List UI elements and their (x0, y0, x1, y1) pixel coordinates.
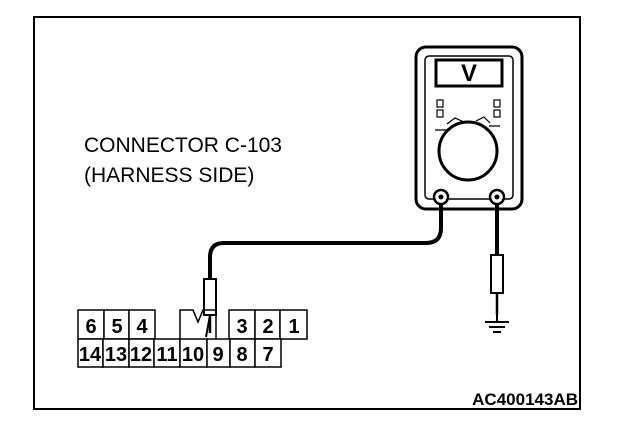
meter-display-symbol: V (461, 60, 477, 87)
terminal-label: 9 (212, 344, 223, 366)
ground-probe-icon (490, 254, 504, 315)
terminal-label: 5 (111, 316, 122, 338)
terminal-label: 13 (105, 344, 127, 366)
connector-cell (128, 309, 156, 340)
connector-cell (254, 338, 282, 368)
probe-tip (205, 314, 211, 338)
terminal-label: 7 (262, 344, 273, 366)
meter-dial-icon (437, 120, 499, 182)
terminal-label: 3 (236, 316, 247, 338)
meter-scale (435, 116, 500, 131)
terminal-label: 6 (85, 316, 96, 338)
meter-switch-icon (436, 109, 444, 118)
connector-cell (128, 338, 155, 368)
test-probe-icon (203, 278, 217, 333)
connector-c103: 6 5 4 3 2 1 14 13 12 11 10 9 8 7 (77, 309, 308, 368)
terminal-label: 4 (136, 316, 148, 338)
connector-cell (153, 338, 181, 368)
connector-cell (279, 309, 308, 340)
connector-cell (102, 338, 130, 368)
terminal-label: 14 (79, 344, 102, 366)
figure-code: AC400143AB (472, 390, 578, 409)
meter-display (434, 58, 504, 88)
connector-cell (229, 338, 256, 368)
terminal-label: 8 (236, 344, 247, 366)
connector-cell (103, 309, 130, 340)
meter-switch-icon (436, 99, 444, 108)
meter-switch-icon (493, 99, 501, 108)
connector-label-line1: CONNECTOR C-103 (84, 134, 282, 157)
connector-cell (254, 309, 281, 340)
terminal-label-probed: 10 (182, 344, 204, 366)
connector-cell (77, 309, 105, 340)
terminal-label: 11 (156, 344, 177, 366)
terminal-label: 1 (288, 316, 299, 338)
terminal-label: 12 (130, 344, 152, 366)
connector-label-line2: (HARNESS SIDE) (84, 164, 254, 187)
terminal-label: 2 (262, 316, 273, 338)
multimeter-icon: V (414, 45, 524, 211)
test-lead-wire (208, 205, 443, 279)
connector-cell (179, 338, 208, 368)
ground-symbol-icon (485, 315, 509, 333)
meter-switch-icon (493, 109, 501, 118)
connector-cell (77, 338, 104, 368)
connector-lock-tab-icon (179, 309, 217, 339)
diagram-frame (33, 16, 581, 410)
